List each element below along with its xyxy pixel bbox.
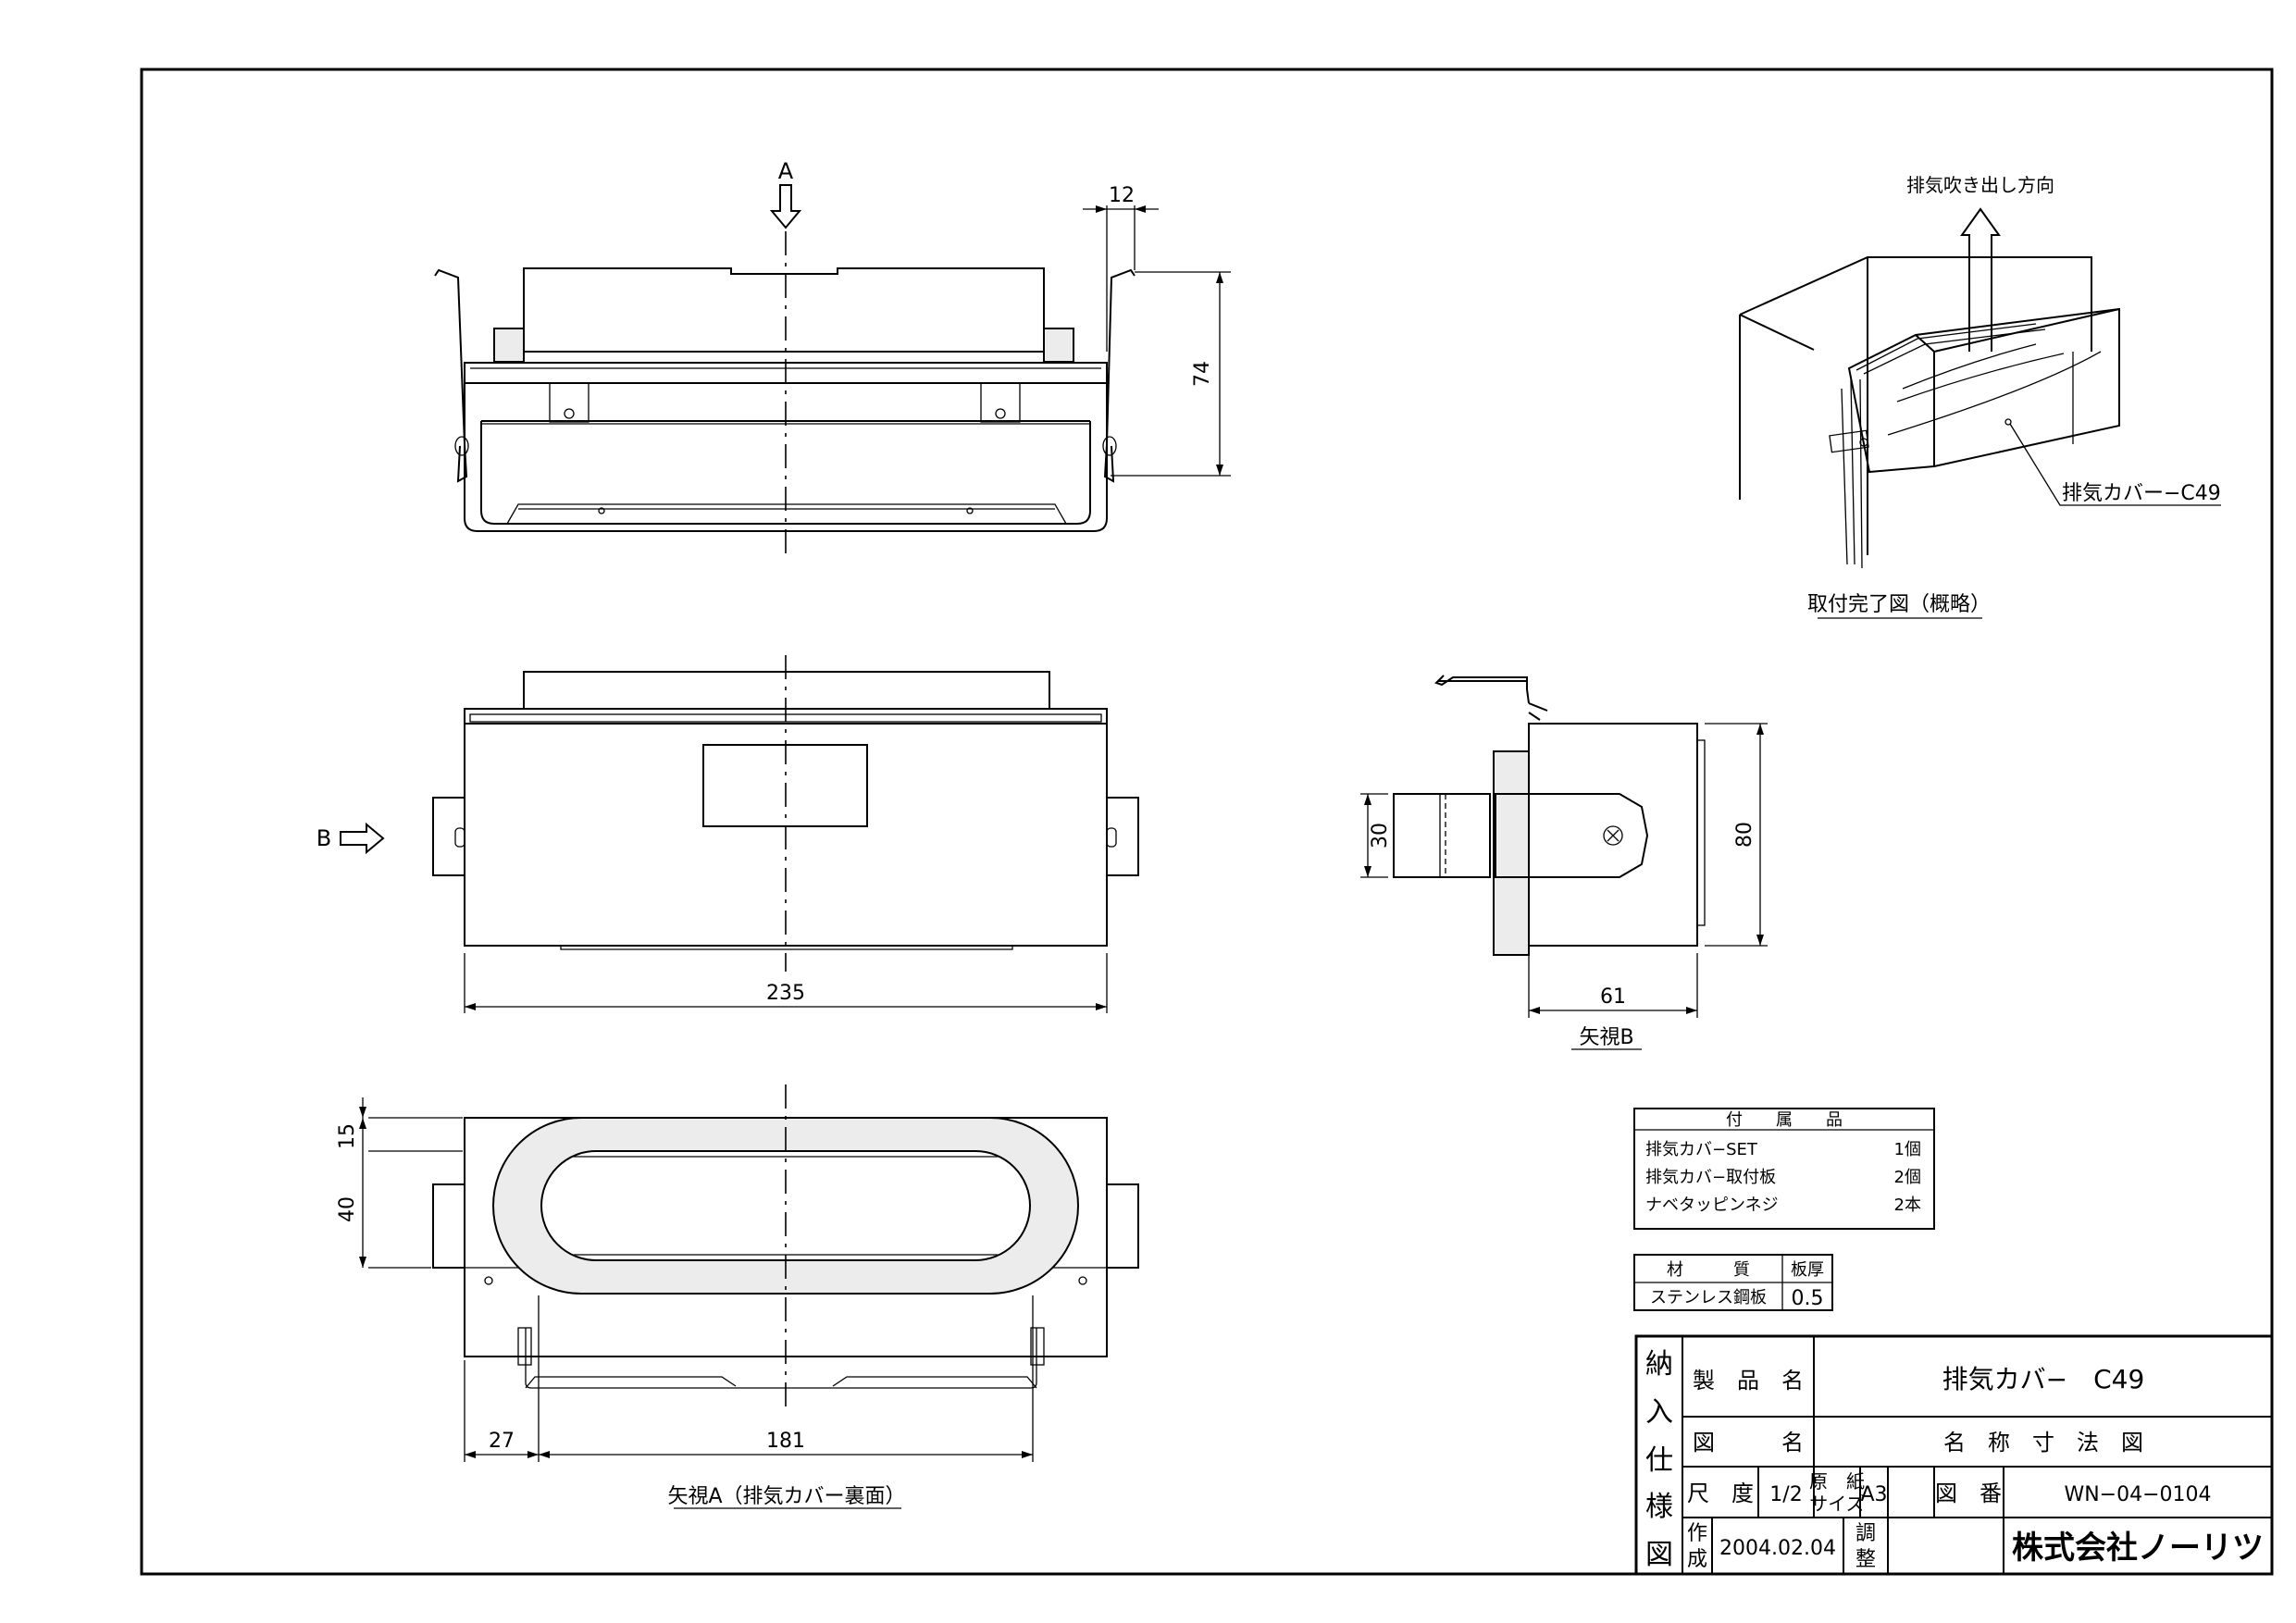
adjust-label-1: 調 [1855,1522,1876,1545]
view-b-arrow [340,822,385,855]
dim-bottom-opening: 40 [336,1196,359,1222]
dim-side-height: 80 [1733,822,1756,848]
material-header: 材 質 [1667,1260,1750,1280]
view-b-caption: 矢視B [1579,1026,1633,1049]
accessories-header: 付 属 品 [1726,1110,1843,1130]
title-block: 納 入 仕 様 図 製 品 名 排気カバ− C49 図 名 名 称 寸 法 図 … [1634,1334,2274,1576]
made-date: 2004.02.04 [1719,1537,1836,1560]
company-name: 株式会社ノーリツ [2012,1530,2264,1567]
accessory-1-name: 排気カバ−SET [1645,1140,1758,1159]
side-label-1: 納 [1645,1348,1673,1381]
scale-label: 尺 度 [1687,1481,1754,1506]
side-label-2: 入 [1645,1396,1673,1429]
paper-size-value: A3 [1860,1483,1887,1506]
thickness-value: 0.5 [1792,1287,1824,1310]
side-view-b: 30 80 61 矢視B [1360,675,1768,1050]
top-view: A 12 [434,158,1231,555]
dim-side-opening: 30 [1369,823,1392,849]
drawing-name-label: 図 名 [1693,1430,1804,1456]
exhaust-direction-arrow [1960,207,2001,352]
accessories-table: 付 属 品 排気カバ−SET 1個 排気カバ−取付板 2個 ナベタッピンネジ 2… [1633,1108,1935,1230]
accessory-3-name: ナベタッピンネジ [1645,1196,1779,1215]
installation-caption: 取付完了図（概略） [1807,593,1991,616]
exhaust-direction-label: 排気吹き出し方向 [1906,174,2054,196]
view-a-arrow-label: A [778,158,794,184]
view-a-caption: 矢視A（排気カバー裏面） [667,1485,905,1508]
side-label-5: 図 [1645,1539,1673,1571]
view-a-arrow [769,184,802,229]
made-label-1: 作 [1687,1522,1707,1545]
view-b-arrow-label: B [316,825,331,851]
dim-bottom-margin: 15 [336,1123,359,1149]
paper-size-label-2: サイズ [1809,1493,1864,1515]
drawing-name: 名 称 寸 法 図 [1943,1430,2143,1456]
accessory-2-qty: 2個 [1894,1168,1921,1187]
accessory-1-qty: 1個 [1894,1140,1921,1159]
accessory-2-name: 排気カバ−取付板 [1645,1168,1776,1187]
material-value: ステンレス鋼板 [1650,1288,1767,1307]
dim-front-width: 235 [766,982,805,1005]
bottom-view-a: 15 40 27 181 矢視A（排気カバー裏面） [336,1084,1139,1509]
made-label-2: 成 [1687,1548,1707,1571]
paper-size-label-1: 原 紙 [1809,1470,1865,1493]
product-name-label: 製 品 名 [1693,1368,1804,1394]
dim-top-height: 74 [1191,361,1214,387]
side-label-4: 様 [1645,1491,1673,1523]
material-table: 材 質 板厚 ステンレス鋼板 0.5 [1633,1254,1833,1311]
front-view: B 235 [316,655,1139,1013]
accessory-3-qty: 2本 [1894,1196,1921,1215]
dim-bottom-span: 181 [766,1430,805,1453]
dim-top-width: 12 [1109,184,1135,207]
side-label-3: 仕 [1645,1444,1673,1477]
drawing-no-label: 図 番 [1935,1481,2002,1506]
thickness-header: 板厚 [1791,1260,1824,1280]
product-name: 排気カバ− C49 [1942,1364,2145,1394]
installation-view: 排気吹き出し方向 排気カバー−C49 取付完了図（概略） [1739,174,2221,619]
cover-callout: 排気カバー−C49 [2062,482,2221,505]
scale-value: 1/2 [1769,1483,1802,1506]
dim-side-depth: 61 [1600,985,1626,1009]
drawing-frame [140,68,2274,1576]
dim-bottom-left: 27 [489,1430,515,1453]
drawing-no: WN−04−0104 [2064,1483,2211,1506]
adjust-label-2: 整 [1855,1548,1876,1571]
